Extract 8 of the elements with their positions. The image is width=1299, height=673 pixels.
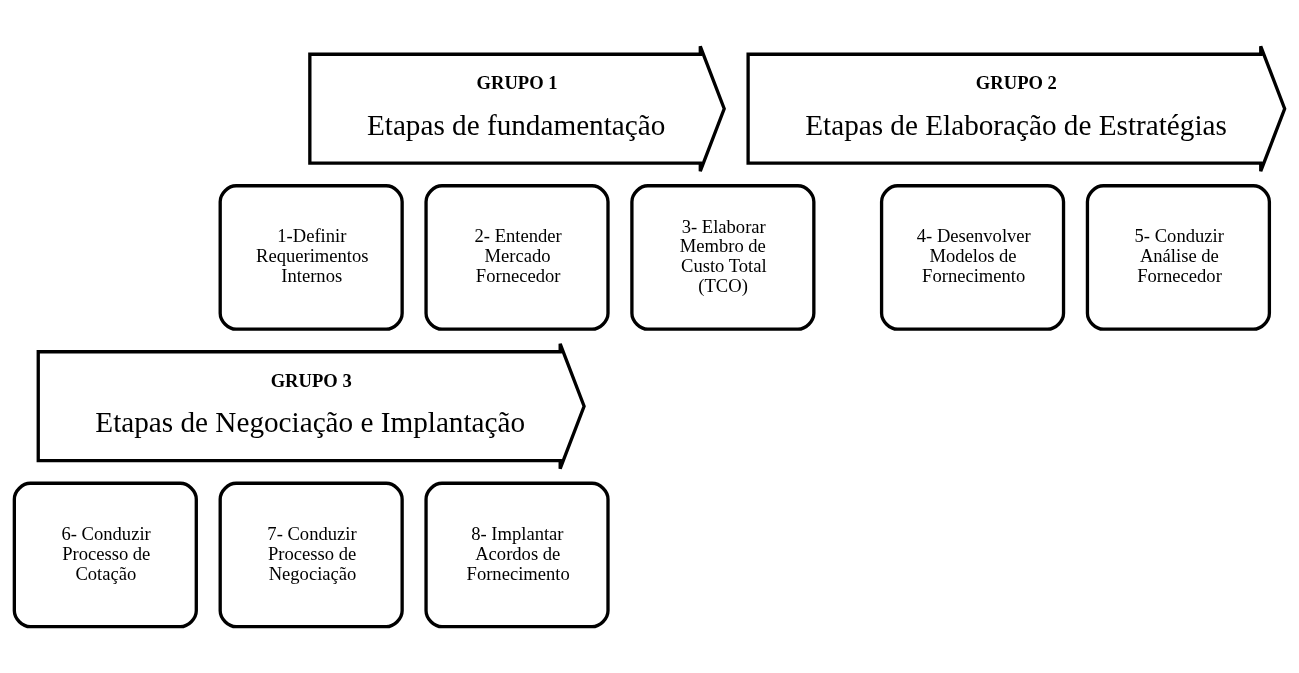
node-box: 8- Implantar Acordos de Fornecimento [424, 481, 610, 629]
node-box: 3- Elaborar Membro de Custo Total (TCO) [630, 184, 816, 331]
node-box: 7- Conduzir Processo de Negociação [218, 481, 404, 629]
node-box: 4- Desenvolver Modelos de Fornecimento [879, 184, 1066, 331]
node-box: 5- Conduzir Análise de Fornecedor [1085, 184, 1272, 331]
node-box: 1-Definir Requerimentos Internos [218, 184, 404, 331]
node-box: 2- Entender Mercado Fornecedor [424, 184, 610, 331]
node-box: 6- Conduzir Processo de Cotação [12, 481, 198, 629]
